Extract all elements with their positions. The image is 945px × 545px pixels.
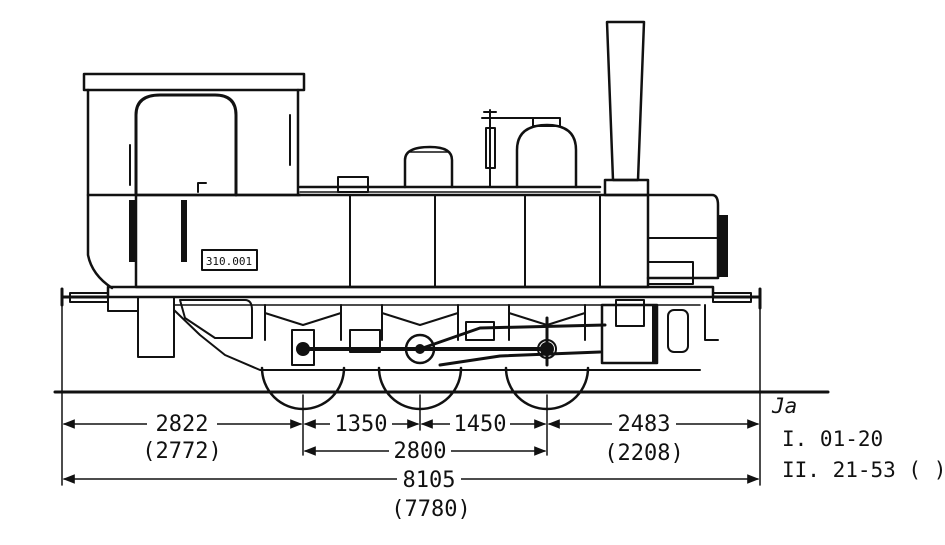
dim-axle-2-3: 1450 <box>454 412 507 437</box>
series-note-1: I. 01-20 <box>782 427 883 451</box>
signature: Ja <box>771 394 797 418</box>
boiler-top <box>298 109 602 193</box>
number-plate: 310.001 <box>206 255 252 268</box>
dim-axle-1-2: 1350 <box>335 412 388 437</box>
cab <box>82 72 306 290</box>
steam-dome <box>515 123 578 189</box>
dimension-labels: 2822 (2772) 1350 1450 2800 2483 (2208) 8… <box>142 410 684 522</box>
dim-rear-overhang: 2483 <box>618 412 671 437</box>
dim-total-length-alt: (7780) <box>391 497 470 522</box>
dim-front-overhang-alt: (2772) <box>142 439 221 464</box>
smokebox <box>646 193 728 285</box>
dim-front-overhang: 2822 <box>156 412 209 437</box>
dim-rear-overhang-alt: (2208) <box>604 441 683 466</box>
chimney <box>599 20 650 197</box>
notes: Ja I. 01-20 II. 21-53 ( ) <box>771 394 945 482</box>
extension-lines <box>61 304 761 486</box>
locomotive: 310.001 <box>60 20 762 411</box>
cylinder <box>600 299 719 365</box>
series-note-2: II. 21-53 ( ) <box>782 458 945 482</box>
dim-total-length: 8105 <box>403 468 456 493</box>
side-tank: 310.001 <box>129 193 650 289</box>
rods <box>301 316 607 367</box>
dim-wheelbase: 2800 <box>394 439 447 464</box>
sand-dome <box>403 145 454 189</box>
